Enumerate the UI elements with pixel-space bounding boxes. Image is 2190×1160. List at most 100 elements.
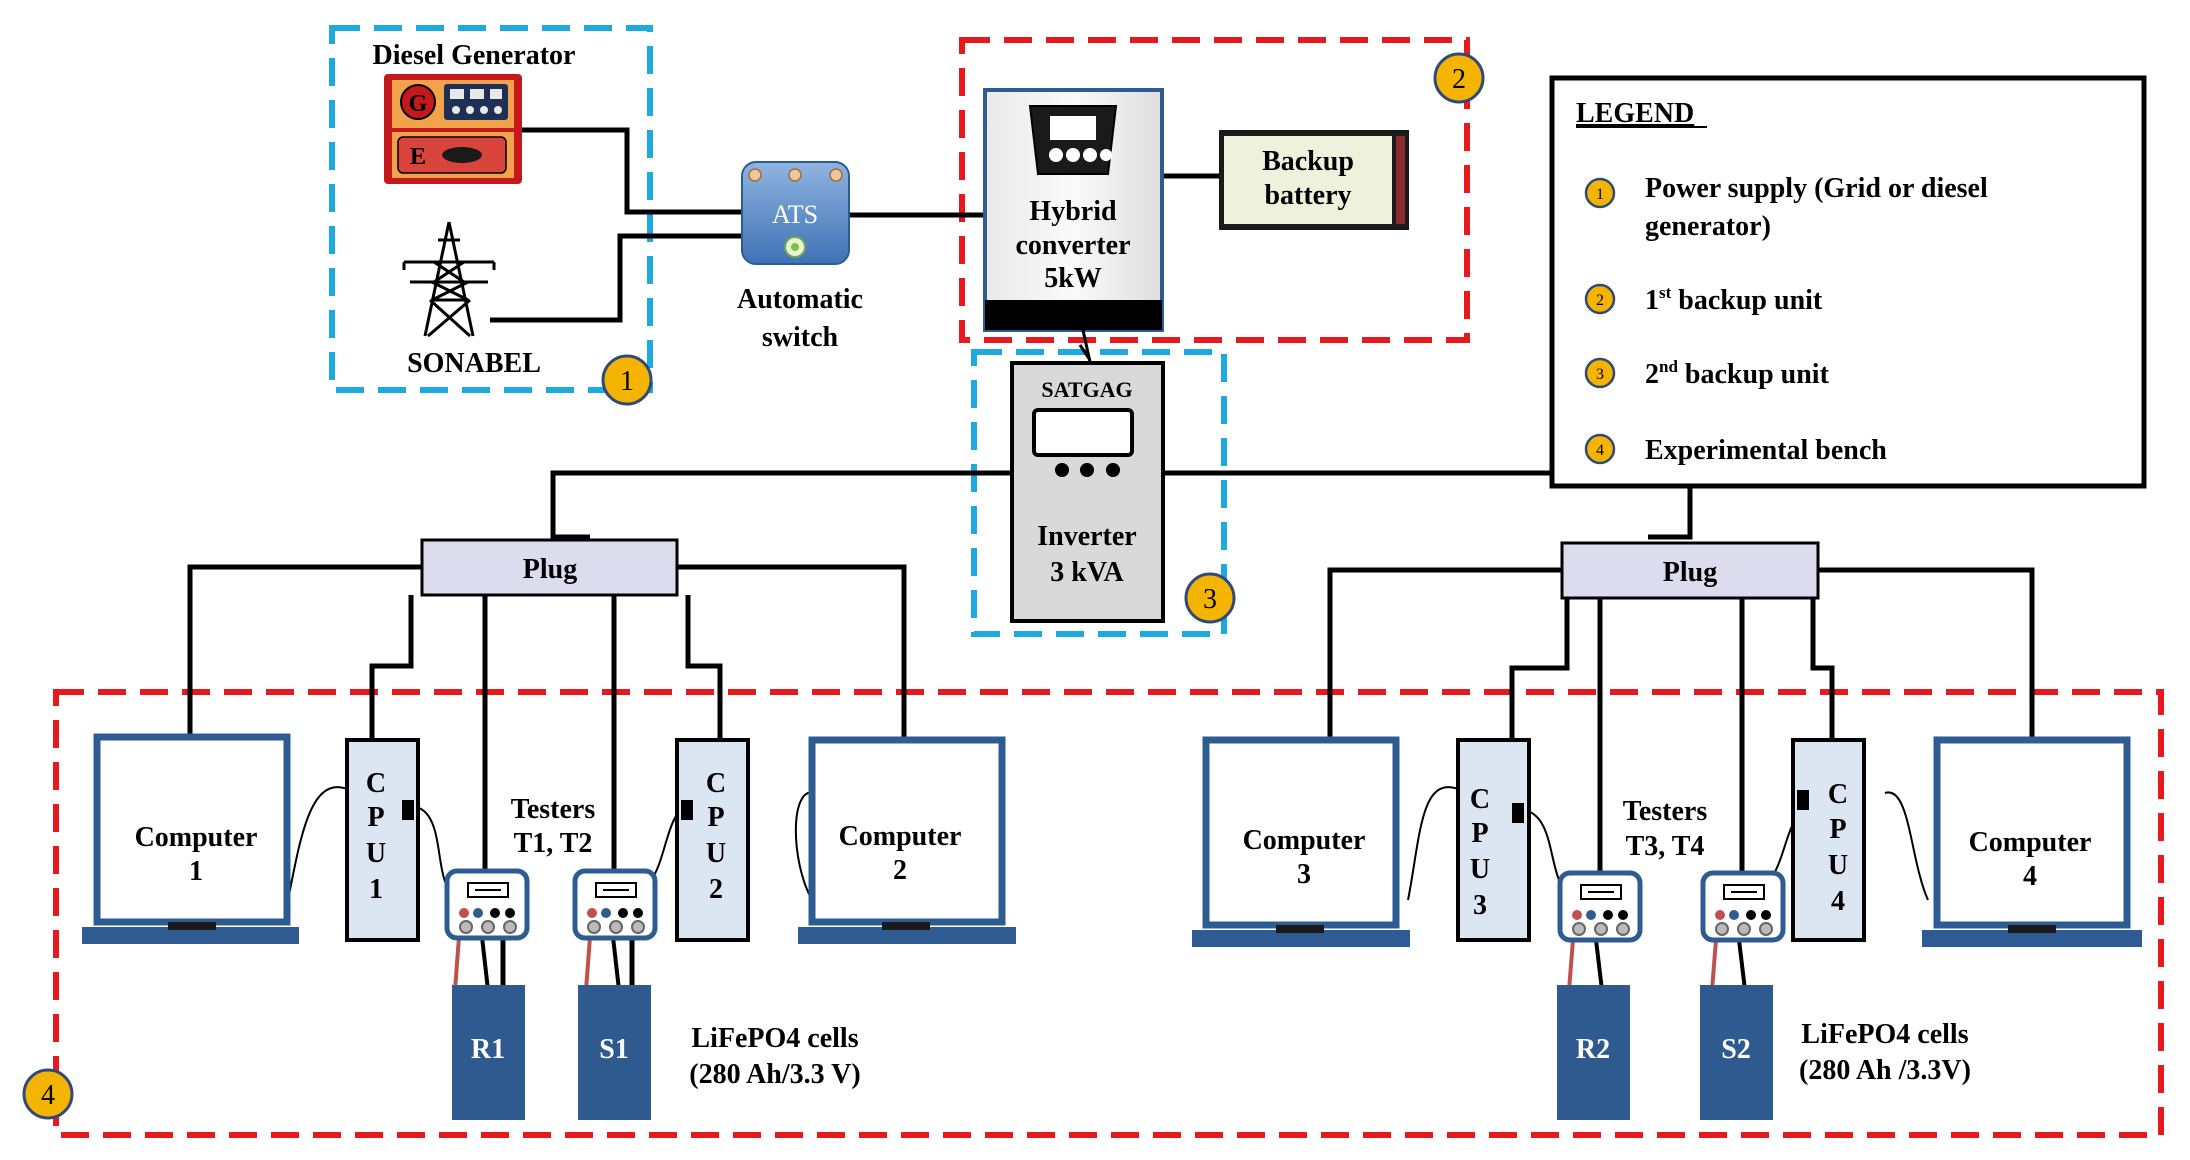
tester-t2: [572, 868, 658, 941]
generator-e-label: E: [410, 144, 426, 170]
plug-left-label: Plug: [523, 554, 577, 585]
ats-device: ATS: [741, 161, 850, 265]
inverter-3kva: [1010, 361, 1165, 623]
testers-left-line2: T1, T2: [514, 828, 593, 859]
computer-3: [1192, 736, 1410, 947]
computer-1-line2: 1: [189, 856, 203, 887]
right-bench-wiring: [1327, 567, 2035, 880]
zone4-badge-number: 4: [41, 1080, 55, 1111]
zone1-badge-number: 1: [620, 366, 634, 397]
cell-r1: [452, 985, 525, 1120]
testers-right-line2: T3, T4: [1626, 831, 1705, 862]
testers-left-line1: Testers: [511, 794, 596, 825]
legend-item-3-base: 2: [1645, 359, 1659, 390]
zone4-frame: [53, 689, 2164, 1138]
computer-4-line1: Computer: [1969, 827, 2092, 858]
cpu-3-p: P: [1471, 818, 1488, 849]
inverter-brand: SATGAG: [1041, 377, 1132, 402]
cells-right-line2: (280 Ah /3.3V): [1799, 1055, 1971, 1086]
computer-4: [1922, 736, 2142, 947]
legend-item-2-sup: st: [1659, 283, 1672, 302]
zone2-frame: [959, 37, 1470, 343]
cpu-1-n: 1: [369, 874, 383, 905]
legend-badge-1: [1584, 177, 1616, 209]
computer-2: [798, 736, 1016, 944]
cpu-2: [675, 738, 750, 942]
cell-s1-label: S1: [599, 1034, 629, 1065]
legend-badge-1-number: 1: [1596, 186, 1604, 203]
battery-line1: Backup: [1262, 146, 1354, 177]
plug-right: [1560, 541, 1820, 600]
computer-1: [82, 733, 299, 944]
grid-label: SONABEL: [407, 348, 541, 379]
legend-badge-2: [1584, 283, 1616, 315]
cell-r1-label: R1: [471, 1034, 505, 1065]
generator-g-label: G: [409, 91, 428, 117]
ats-label: ATS: [772, 200, 818, 229]
legend-badge-3-number: 3: [1596, 366, 1604, 383]
cells-right-line1: LiFePO4 cells: [1801, 1019, 1968, 1050]
cell-s2-label: S2: [1721, 1034, 1751, 1065]
zone1-badge: [601, 354, 653, 406]
ats-caption-line1: Automatic: [737, 284, 863, 315]
zone3-frame: [971, 349, 1227, 637]
backup-battery: [1219, 130, 1409, 230]
legend-item-2-base: 1: [1645, 285, 1659, 316]
cpu-2-p: P: [707, 802, 724, 833]
converter-line3: 5kW: [1044, 263, 1102, 294]
cell-r2: [1557, 985, 1630, 1120]
legend-item-1-line2: generator): [1645, 211, 1771, 242]
plug-right-label: Plug: [1663, 557, 1717, 588]
converter-inverter-link: [1078, 329, 1092, 363]
diesel-generator: G E: [384, 74, 522, 184]
cpu-3-n: 3: [1473, 890, 1487, 921]
cpu-4-u: U: [1828, 850, 1848, 881]
inverter-line1: Inverter: [1037, 521, 1137, 552]
legend-badge-4: [1584, 433, 1616, 465]
tester-t3: [1557, 870, 1643, 943]
zone2-badge-number: 2: [1452, 64, 1466, 95]
cpu-1: [345, 738, 420, 942]
computer-1-line1: Computer: [135, 822, 258, 853]
hybrid-converter: [983, 88, 1164, 332]
battery-line2: battery: [1264, 180, 1351, 211]
zone3-badge: [1184, 572, 1236, 624]
cell-r2-label: R2: [1576, 1034, 1610, 1065]
left-bench-probes: [453, 936, 621, 991]
testers-right-line1: Testers: [1623, 796, 1708, 827]
legend-item-2-rest: backup unit: [1671, 285, 1823, 316]
legend-item-1-line1: Power supply (Grid or diesel: [1645, 173, 1988, 204]
generator-title: Diesel Generator: [373, 40, 576, 71]
legend-item-3-sup: nd: [1659, 357, 1678, 376]
legend-item-4: Experimental bench: [1645, 435, 1887, 466]
cpu-3-c: C: [1470, 784, 1490, 815]
cpu-1-c: C: [366, 768, 386, 799]
legend-box: LEGEND 1 Power supply (Grid or diesel ge…: [1549, 75, 2147, 489]
ats-caption-line2: switch: [762, 322, 839, 353]
computer-3-line2: 3: [1297, 859, 1311, 890]
right-bench-probes: [1567, 939, 1747, 991]
legend-badge-4-number: 4: [1596, 442, 1604, 459]
legend-item-3: 2nd backup unit: [1645, 357, 1830, 390]
plug-left: [420, 538, 679, 597]
zone1-frame: [329, 25, 653, 393]
inverter-line2: 3 kVA: [1050, 557, 1124, 588]
cpu-4-n: 4: [1831, 886, 1845, 917]
left-bench-wiring: [187, 564, 907, 985]
legend-badge-2-number: 2: [1596, 292, 1604, 309]
cpu-2-u: U: [706, 838, 726, 869]
cells-left-line2: (280 Ah/3.3 V): [689, 1059, 860, 1090]
grid-tower-icon: [402, 221, 496, 338]
legend-title: LEGEND: [1576, 98, 1694, 129]
legend-item-2: 1st backup unit: [1645, 283, 1823, 316]
cpu-4-p: P: [1829, 814, 1846, 845]
cpu-3-u: U: [1470, 854, 1490, 885]
cell-s2: [1700, 985, 1773, 1120]
cell-s1: [578, 985, 651, 1120]
cpu-3: [1456, 738, 1531, 942]
tester-t1: [444, 868, 530, 941]
legend-item-3-rest: backup unit: [1678, 359, 1830, 390]
legend-badge-3: [1584, 357, 1616, 389]
